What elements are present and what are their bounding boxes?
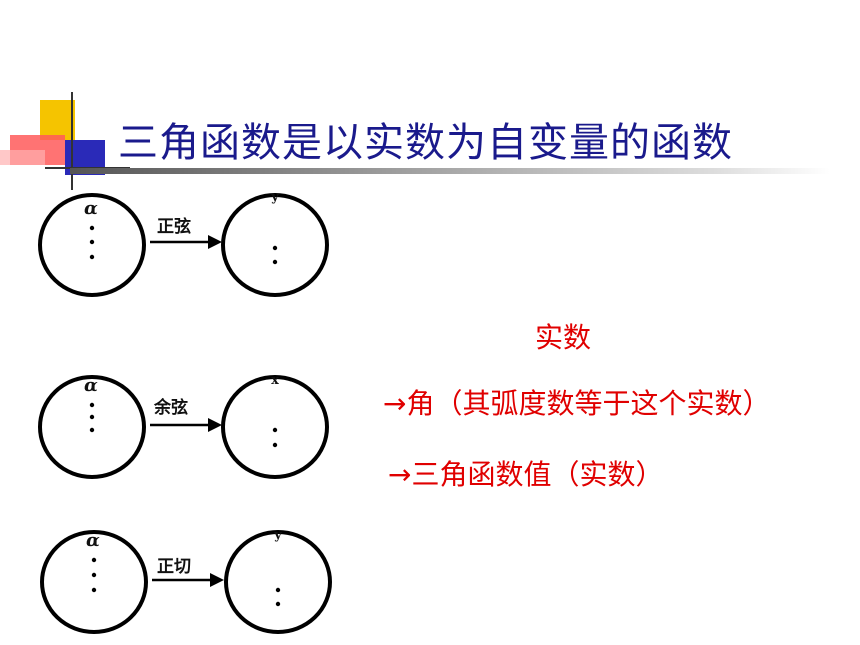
mapping-diagram-2-shapes	[38, 375, 329, 479]
mapping-label-1: 正弦	[157, 217, 191, 237]
domain-symbol-2: α	[84, 375, 98, 396]
mapping-diagram-3-shapes	[40, 530, 332, 634]
mapping-label-2: 余弦	[154, 398, 188, 418]
title-underline	[70, 168, 830, 174]
domain-symbol-1: α	[84, 198, 98, 219]
codomain-symbol-2: x	[271, 373, 279, 388]
mapping-diagram-2: α x 余弦	[30, 365, 340, 485]
explanation-line-2: →角（其弧度数等于这个实数）	[383, 387, 771, 420]
explanation-line-3: →三角函数值（实数）	[388, 458, 664, 491]
codomain-symbol-3: y	[274, 528, 282, 543]
domain-symbol-3: α	[86, 530, 100, 551]
explanation-line-1: 实数	[535, 321, 592, 354]
mapping-diagram-3: α y 正切	[30, 520, 340, 640]
codomain-symbol-1: y	[271, 190, 279, 205]
slide-title: 三角函数是以实数为自变量的函数	[118, 120, 733, 166]
mapping-label-3: 正切	[157, 557, 191, 577]
mapping-diagram-1-shapes	[38, 193, 329, 297]
mapping-diagram-1: α y 正弦	[30, 190, 340, 310]
